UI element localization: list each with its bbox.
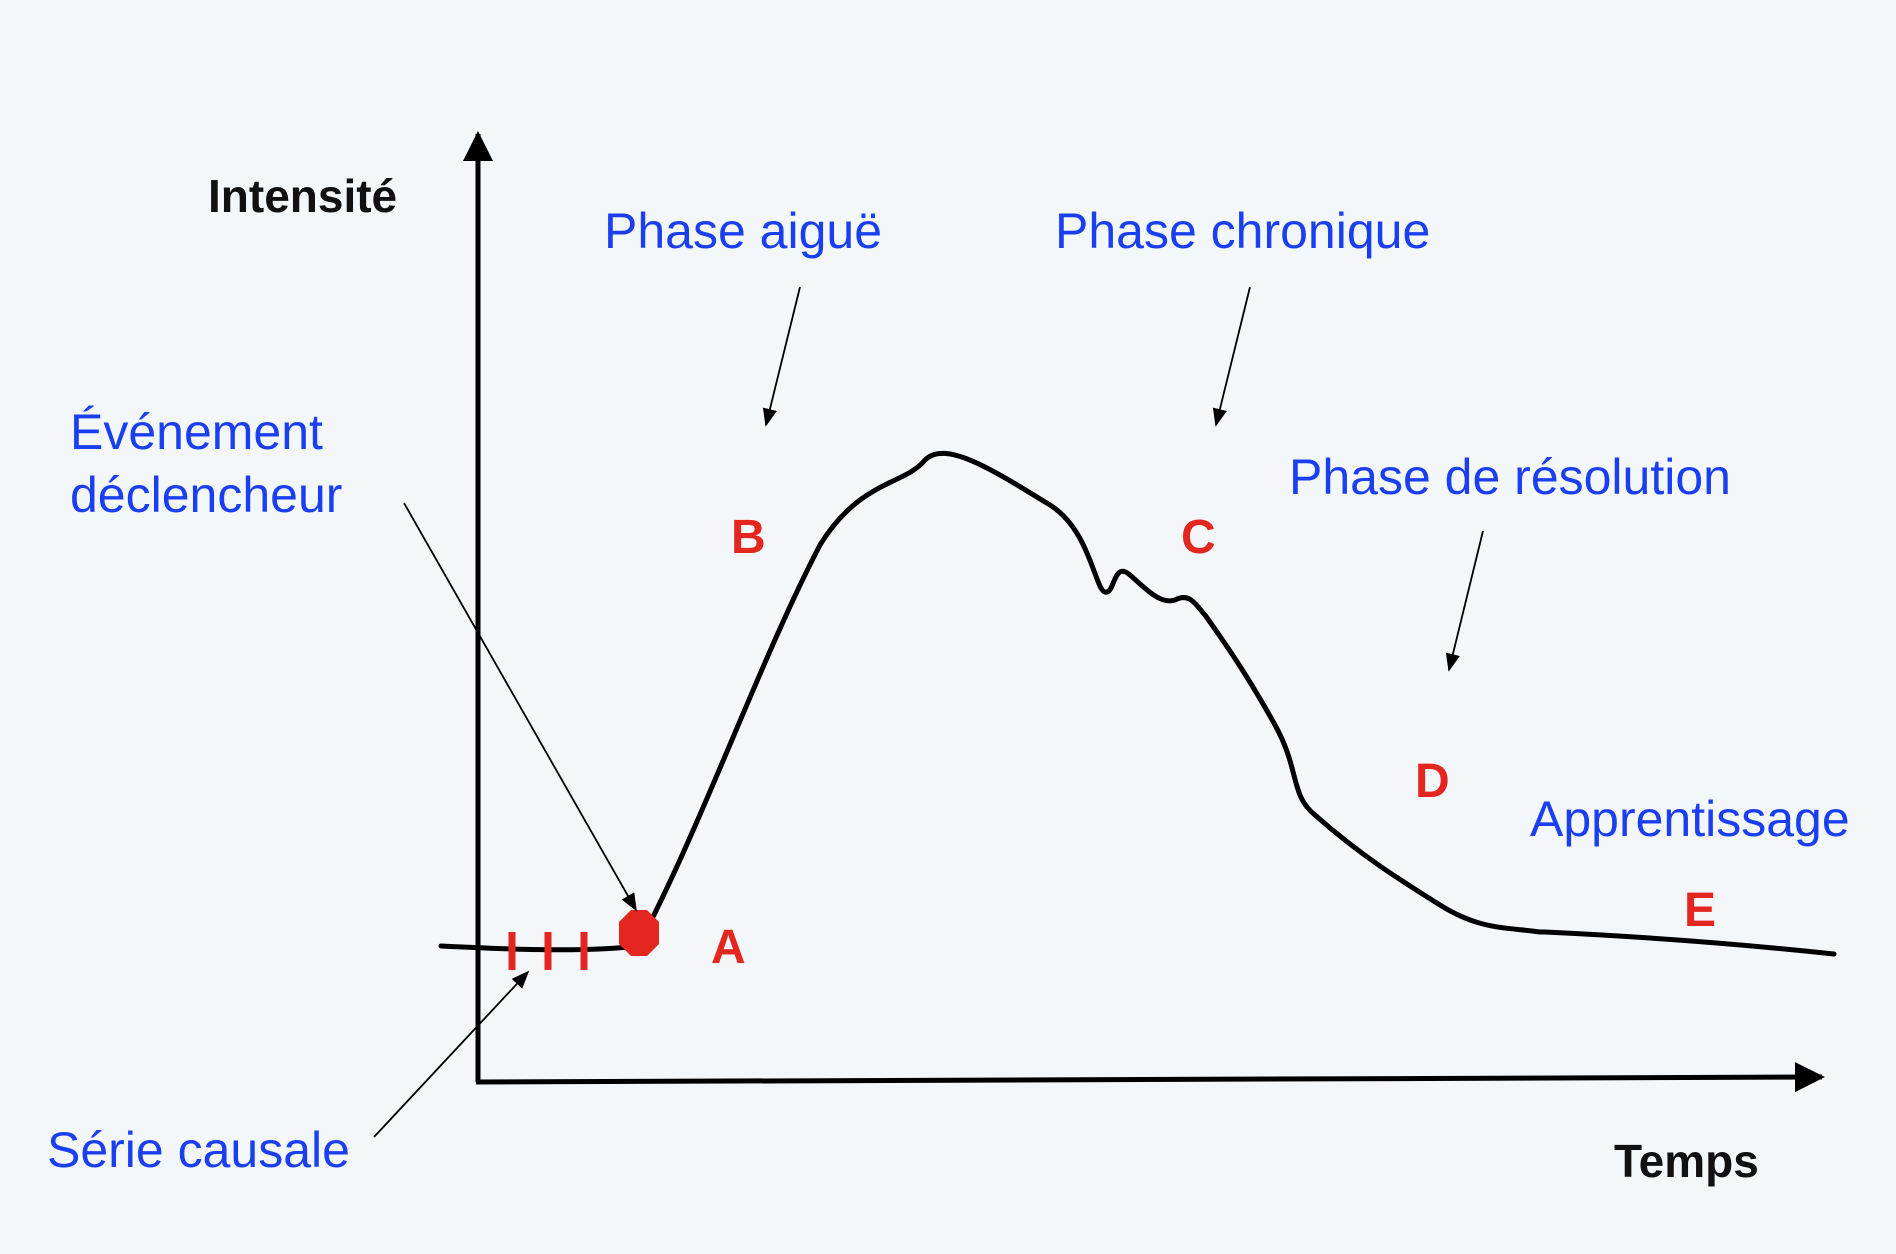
causal-series-arrow — [373, 970, 530, 1138]
trigger-event-label-line2: déclencheur — [70, 467, 342, 523]
chronic-phase-label: Phase chronique — [1055, 203, 1430, 259]
acute-phase-label: Phase aiguë — [604, 203, 882, 259]
trigger-event-marker — [619, 910, 659, 956]
acute-phase-arrow — [762, 286, 801, 427]
point-a-label: A — [711, 921, 746, 974]
trigger-arrow — [403, 502, 637, 912]
x-axis — [475, 1062, 1825, 1093]
trigger-event-label-line1: Événement — [70, 404, 323, 460]
point-d-label: D — [1415, 755, 1450, 808]
chronic-phase-arrow — [1212, 286, 1251, 427]
point-b-label: B — [731, 511, 766, 564]
learning-label: Apprentissage — [1530, 791, 1850, 847]
x-axis-title: Temps — [1614, 1135, 1759, 1187]
causal-series-label: Série causale — [47, 1122, 350, 1178]
resolution-phase-label: Phase de résolution — [1289, 449, 1731, 505]
point-c-label: C — [1181, 511, 1216, 564]
resolution-phase-arrow — [1445, 530, 1484, 672]
intensity-curve — [438, 450, 1837, 957]
y-axis-title: Intensité — [208, 170, 397, 222]
point-e-label: E — [1684, 884, 1716, 937]
